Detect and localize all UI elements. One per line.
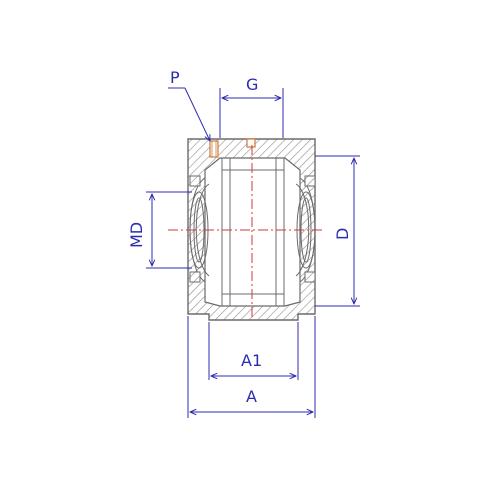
- inner-sleeve: [221, 157, 285, 307]
- label-p: P: [170, 68, 180, 87]
- seal-right: [295, 175, 316, 283]
- label-d: D: [333, 228, 352, 240]
- dimensions: [146, 87, 360, 418]
- label-g: G: [246, 75, 258, 94]
- lube-port: [209, 138, 256, 158]
- label-a: A: [246, 387, 257, 406]
- label-md: MD: [127, 222, 146, 248]
- dim-p-leader: [184, 87, 210, 141]
- centerlines: [168, 145, 325, 318]
- label-a1: A1: [241, 351, 262, 370]
